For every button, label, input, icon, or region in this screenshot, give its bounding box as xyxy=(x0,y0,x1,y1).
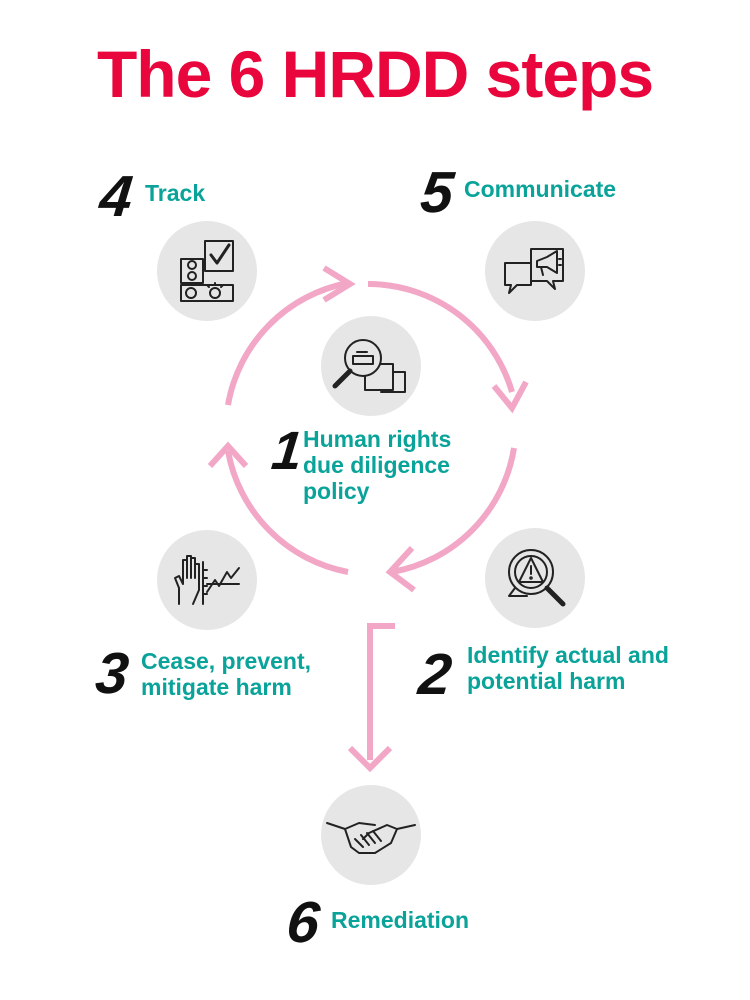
step-1-number: 1 xyxy=(268,421,306,481)
step-2-label: Identify actual and potential harm xyxy=(467,642,669,694)
arrow-2-to-1 xyxy=(391,447,517,575)
step-4-number: 4 xyxy=(96,164,136,229)
arrow-4-to-5 xyxy=(225,280,349,406)
arrowhead-right xyxy=(491,380,529,414)
step-2-label-line: potential harm xyxy=(467,668,626,694)
step-3-number: 3 xyxy=(92,641,132,706)
step-1-label: Human rights due diligence policy xyxy=(303,426,451,504)
step-6-number: 6 xyxy=(283,890,323,955)
step-3-label-line: mitigate harm xyxy=(141,674,292,700)
step-6-label: Remediation xyxy=(331,907,469,933)
magnifier-folder-icon xyxy=(321,316,421,416)
arrowhead-top xyxy=(322,265,356,303)
step-4-label-line: Track xyxy=(145,180,206,206)
step-2-number: 2 xyxy=(415,642,455,707)
step-3-label: Cease, prevent, mitigate harm xyxy=(141,648,311,700)
handshake-icon xyxy=(321,785,421,885)
arrowhead-down xyxy=(347,745,393,773)
page-title: The 6 HRDD steps xyxy=(96,37,654,111)
step-5-number: 5 xyxy=(417,160,457,225)
step-6-label-line: Remediation xyxy=(331,907,470,933)
step-1-label-line: due diligence xyxy=(303,452,450,478)
step-5-label: Communicate xyxy=(464,176,616,202)
hand-stop-chart-icon xyxy=(157,530,257,630)
magnifier-warning-icon xyxy=(485,528,585,628)
step-1-label-line: policy xyxy=(303,478,370,504)
checklist-dashboard-icon xyxy=(157,221,257,321)
step-1-label-line: Human rights xyxy=(303,426,452,452)
step-4-label: Track xyxy=(145,180,205,206)
step-2-label-line: Identify actual and xyxy=(467,642,669,668)
arrow-to-6 xyxy=(367,623,395,760)
megaphone-speech-icon xyxy=(485,221,585,321)
arrowhead-bottom xyxy=(385,545,416,593)
arrow-1-to-3 xyxy=(225,450,349,575)
step-5-label-line: Communicate xyxy=(464,176,617,202)
arrow-5-to-2 xyxy=(367,281,515,393)
step-3-label-line: Cease, prevent, xyxy=(141,648,312,674)
arrowhead-left xyxy=(207,441,249,469)
